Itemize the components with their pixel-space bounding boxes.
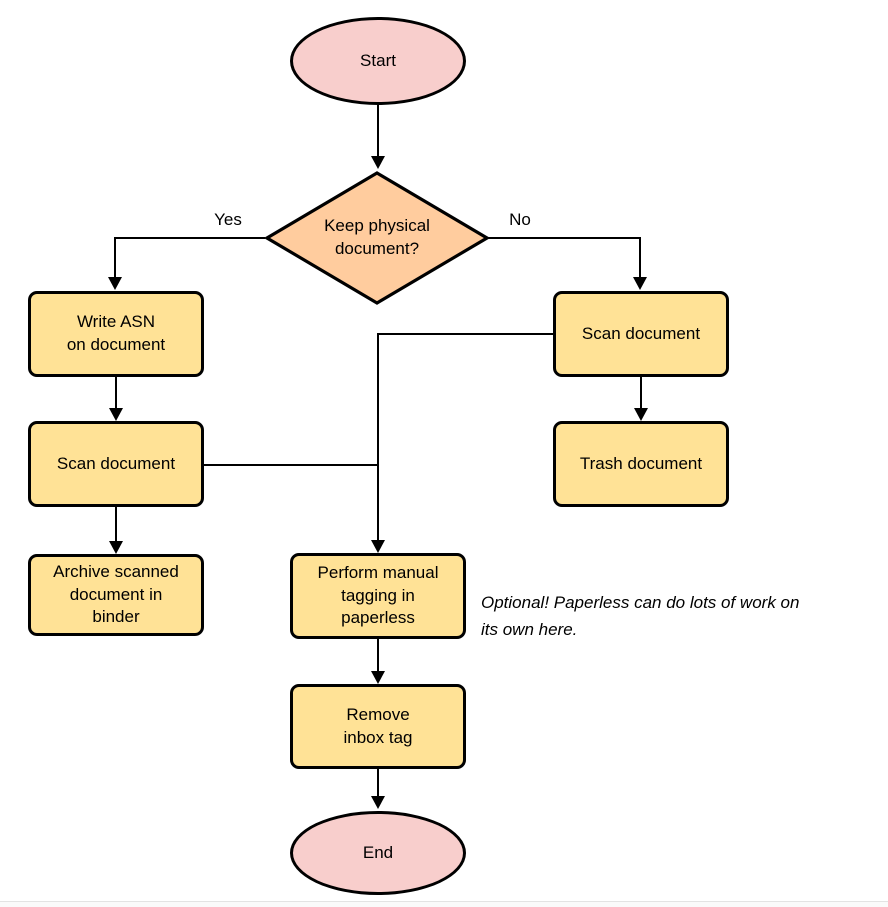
arrowhead-start-to-decision	[371, 156, 385, 169]
flow-node-perform-tagging: Perform manual tagging in paperless	[290, 553, 466, 639]
edge-yes-horizontal	[114, 237, 265, 239]
arrowhead-no-to-scan-right	[633, 277, 647, 290]
flow-node-start-label: Start	[360, 50, 396, 70]
flow-node-perform-tagging-label: Perform manual tagging in paperless	[317, 562, 439, 628]
arrowhead-write-asn-to-scan-left	[109, 408, 123, 421]
flow-node-decision: Keep physical document?	[264, 170, 490, 306]
edge-label-yes: Yes	[214, 210, 242, 229]
flow-node-scan-document-right: Scan document	[553, 291, 729, 377]
edge-write-asn-to-scan-left	[115, 377, 117, 409]
edge-scan-right-to-trash	[640, 377, 642, 409]
flow-node-start: Start	[290, 17, 466, 105]
edge-yes-vertical	[114, 237, 116, 278]
flow-node-scan-document-right-label: Scan document	[581, 323, 701, 343]
edge-scan-left-to-merge	[204, 464, 378, 466]
arrowhead-scan-left-to-archive	[109, 541, 123, 554]
flow-node-archive-binder-label: Archive scanned document in binder	[53, 561, 179, 627]
flow-node-trash-document: Trash document	[553, 421, 729, 507]
arrowhead-perform-to-remove-inbox	[371, 671, 385, 684]
flow-node-archive-binder: Archive scanned document in binder	[28, 554, 204, 636]
edge-remove-inbox-to-end	[377, 769, 379, 797]
edge-scan-right-to-merge	[378, 333, 553, 335]
edge-no-vertical	[639, 237, 641, 278]
edge-start-to-decision	[377, 105, 379, 157]
arrowhead-yes-to-write-asn	[108, 277, 122, 290]
flow-node-end-label: End	[362, 842, 394, 862]
arrowhead-merge-to-perform-tagging	[371, 540, 385, 553]
optional-note: Optional! Paperless can do lots of work …	[481, 593, 800, 640]
flow-node-end: End	[290, 811, 466, 895]
edge-perform-to-remove-inbox	[377, 639, 379, 672]
flow-node-scan-document-left: Scan document	[28, 421, 204, 507]
flow-node-remove-inbox-tag: Remove inbox tag	[290, 684, 466, 769]
flow-node-write-asn-label: Write ASN on document	[66, 312, 166, 354]
edge-label-no: No	[509, 210, 531, 229]
arrowhead-remove-inbox-to-end	[371, 796, 385, 809]
edge-no-horizontal	[488, 237, 641, 239]
edge-merge-to-perform-tagging	[377, 333, 379, 541]
arrowhead-scan-right-to-trash	[634, 408, 648, 421]
flow-node-remove-inbox-tag-label: Remove inbox tag	[343, 704, 413, 747]
page-bottom-edge	[0, 901, 888, 907]
flow-node-scan-document-left-label: Scan document	[56, 453, 176, 473]
diamond-shape	[264, 171, 490, 305]
flow-node-decision-label: Keep physical document?	[324, 216, 430, 258]
flow-node-write-asn: Write ASN on document	[28, 291, 204, 377]
edge-scan-left-to-archive	[115, 507, 117, 542]
flow-node-trash-document-label: Trash document	[579, 453, 703, 473]
